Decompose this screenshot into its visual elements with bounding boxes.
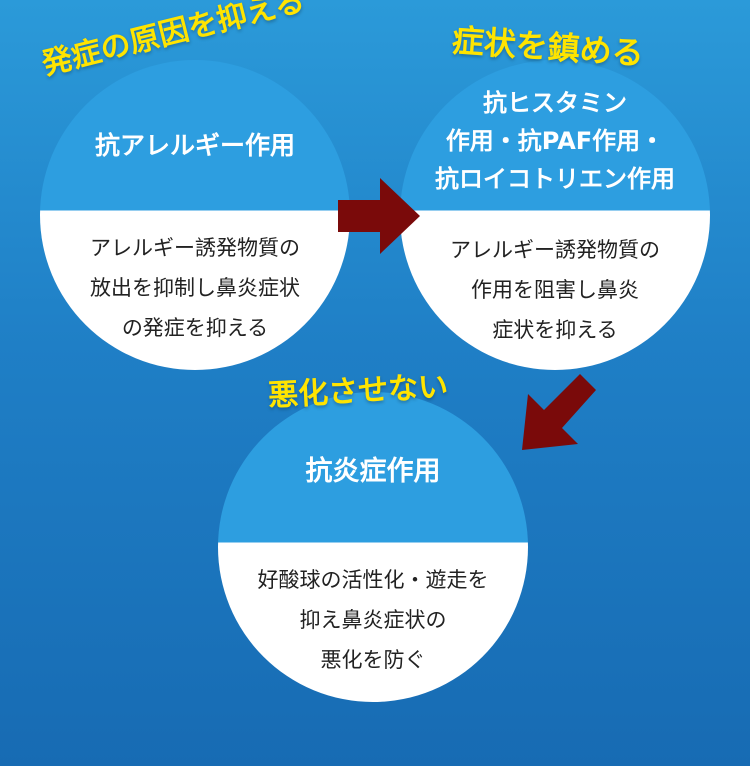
step-circle-3: 抗炎症作用 好酸球の活性化・遊走を 抑え鼻炎症状の 悪化を防ぐ xyxy=(218,392,528,702)
step-2-title: 抗ヒスタミン 作用・抗PAF作用・ 抗ロイコトリエン作用 xyxy=(435,89,675,193)
step-1-title: 抗アレルギー作用 xyxy=(94,131,295,160)
step-circle-1: 抗アレルギー作用 アレルギー誘発物質の 放出を抑制し鼻炎症状 の発症を抑える xyxy=(40,60,350,370)
arrow-right-icon xyxy=(338,178,420,254)
step-3-title: 抗炎症作用 xyxy=(305,456,441,487)
step-3-heading: 悪化させない xyxy=(267,369,449,414)
step-circle-2: 抗ヒスタミン 作用・抗PAF作用・ 抗ロイコトリエン作用 アレルギー誘発物質の … xyxy=(400,60,710,370)
step-2-heading: 症状を鎮める xyxy=(450,21,645,73)
step-1-description: アレルギー誘発物質の 放出を抑制し鼻炎症状 の発症を抑える xyxy=(90,236,300,340)
step-3-description: 好酸球の活性化・遊走を 抑え鼻炎症状の 悪化を防ぐ xyxy=(257,568,489,672)
step-2-description: アレルギー誘発物質の 作用を阻害し鼻炎 症状を抑える xyxy=(450,238,660,342)
arrow-down-left-icon xyxy=(522,374,596,450)
